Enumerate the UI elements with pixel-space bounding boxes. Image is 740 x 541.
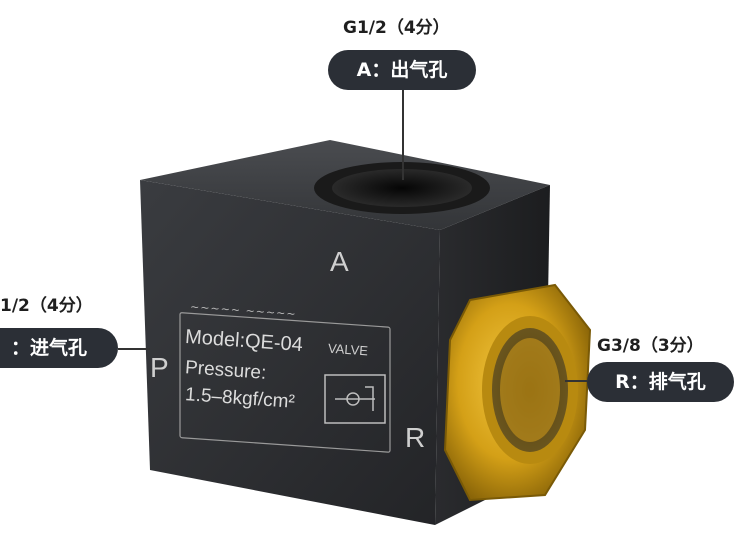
leader-line-left [118, 348, 150, 350]
callout-top-spec: G1/2（4分） [343, 18, 450, 38]
callout-top-label: A：出气孔 [328, 50, 476, 90]
callout-left-spec: 1/2（4分） [0, 296, 93, 316]
leader-line-right [565, 380, 587, 382]
callout-left-label: ：进气孔 [0, 328, 118, 368]
callout-right-label: R：排气孔 [587, 362, 734, 402]
valve-word: VALVE [327, 340, 369, 359]
valve-symbol-icon [324, 374, 386, 424]
valve-front-face [140, 180, 440, 525]
callout-right-spec: G3/8（3分） [597, 336, 704, 356]
port-p-mark: P [150, 352, 169, 383]
port-r-mark: R [405, 422, 426, 453]
leader-line-top [402, 88, 404, 180]
port-a-mark: A [330, 246, 349, 277]
label-plate [179, 312, 391, 453]
